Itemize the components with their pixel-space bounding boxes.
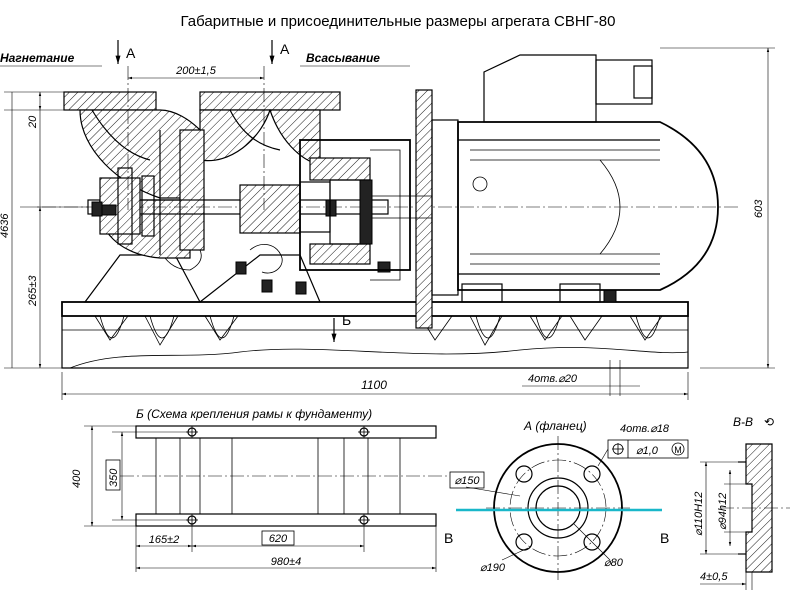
section-a-right-label: А (280, 41, 290, 57)
flange-view: А (фланец) 4отв.⌀18 ⌀1,0 M ⌀150 (444, 419, 689, 580)
electric-motor (457, 54, 719, 303)
section-b-left-marker: В (444, 530, 453, 546)
dim-4: 4±0,5 (700, 571, 728, 583)
section-bb-caption: В-В (733, 415, 753, 429)
shaft-assembly (20, 167, 740, 303)
dim-4holes20: 4отв.⌀20 (528, 373, 578, 385)
view-b-caption: Б (Схема крепления рамы к фундаменту) (136, 407, 372, 421)
dim-1100: 1100 (361, 378, 387, 392)
dim-400: 400 (71, 469, 83, 488)
dim-603: 603 (753, 199, 765, 218)
tolerance-modifier: M (674, 445, 682, 455)
dim-20: 20 (27, 115, 39, 129)
bolt-heads (91, 199, 617, 303)
position-tolerance-frame: ⌀1,0 M (597, 439, 689, 467)
discharge-label: Нагнетание (0, 51, 75, 65)
flange-caption: А (фланец) (523, 419, 587, 433)
suction-label: Всасывание (306, 51, 380, 65)
coupling-housing (299, 139, 411, 281)
dim-4holes18: 4отв.⌀18 (620, 423, 670, 435)
view-b-marker: Б (342, 312, 351, 328)
flange-bolt-holes (515, 465, 601, 551)
dim-980: 980±4 (271, 556, 302, 568)
dim-165: 165±2 (149, 534, 180, 546)
dim-150: ⌀150 (455, 475, 481, 487)
dim-200: 200±1,5 (175, 65, 217, 77)
motor-flange (371, 89, 459, 329)
dim-190: ⌀190 (480, 562, 506, 574)
frame-anchor-view: Б (Схема крепления рамы к фундаменту) (71, 407, 450, 572)
drawing-title: Габаритные и присоединительные размеры а… (181, 13, 616, 30)
dim-94: ⌀94h12 (717, 493, 729, 530)
section-a-left-label: А (126, 45, 136, 61)
dim-265: 265±3 (27, 275, 39, 307)
dim-left-cut: 4636 (0, 213, 11, 238)
main-view: Нагнетание Всасывание А А 200±1,5 20 265… (0, 40, 775, 400)
base-frame (61, 301, 689, 369)
dim-110: ⌀110H12 (693, 492, 705, 536)
section-b-right-marker: В (660, 530, 669, 546)
dim-350: 350 (108, 468, 120, 487)
section-bb-view: В-В ⟲ ⌀110H12 ⌀94h12 4±0,5 (693, 415, 790, 590)
tolerance-value: ⌀1,0 (636, 445, 659, 457)
dim-80: ⌀80 (604, 557, 624, 569)
rotation-icon: ⟲ (764, 415, 774, 429)
dim-620: 620 (269, 533, 288, 545)
